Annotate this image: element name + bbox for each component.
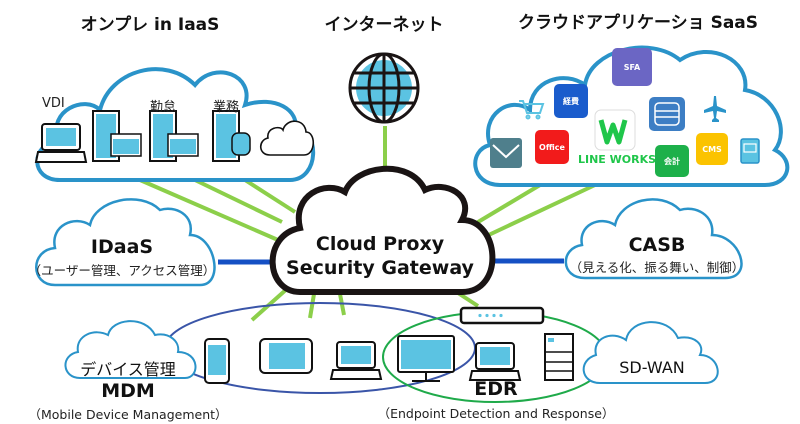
connector-mdm-1 [250, 286, 290, 322]
vdi-laptop-icon [34, 123, 88, 163]
server-icon-attendance [149, 110, 199, 162]
gateway-line2: Security Gateway [286, 257, 474, 279]
connector-onprem-2 [194, 178, 283, 224]
connectors [139, 126, 596, 322]
casb-cloud [564, 198, 743, 280]
app-office: Office [535, 130, 569, 164]
gateway-line1: Cloud Proxy [315, 233, 445, 255]
server-database-icon [212, 110, 251, 162]
casb-title: CASB [628, 234, 686, 256]
globe-icon [348, 52, 420, 124]
airplane-icon [704, 96, 726, 122]
saas-title: クラウドアプリケーショ SaaS [517, 13, 759, 33]
internet-title: インターネット [324, 15, 444, 35]
connector-mdm-2 [308, 293, 316, 319]
sdwan-label: SD-WAN [619, 358, 685, 377]
connector-edr [456, 291, 480, 308]
onprem-item-attendance: 勤怠 [150, 100, 177, 115]
line-works-icon [594, 109, 636, 151]
device-management-label: デバイス管理 [80, 360, 176, 379]
laptop-icon-edr [468, 342, 522, 381]
device-management-cloud [64, 320, 197, 379]
app-cms: CMS [696, 133, 728, 165]
app-expense: 経費 [554, 84, 588, 118]
connector-onprem-3 [243, 178, 297, 214]
train-icon [740, 138, 760, 164]
casb-subtitle: （見える化、振る舞い、制御） [569, 260, 745, 275]
onprem-item-vdi: VDI [42, 96, 65, 111]
idaas-title: IDaaS [90, 236, 154, 258]
edr-title: EDR [474, 378, 518, 400]
mdm-title: MDM [101, 380, 155, 402]
app-accounting: 会計 [655, 145, 689, 177]
connector-mdm-3 [338, 293, 346, 316]
printer-icon [544, 333, 574, 381]
sdwan-cloud [582, 321, 719, 384]
line-works-label: LINE WORKS [578, 153, 657, 166]
onprem-item-business: 業務 [213, 100, 240, 115]
smartphone-icon [204, 338, 230, 384]
app-sfa: SFA [612, 48, 652, 86]
cart-icon [519, 100, 545, 120]
onprem-title: オンプレ in IaaS [80, 15, 220, 35]
connector-onprem-1 [139, 178, 279, 242]
gateway-cloud [269, 165, 496, 295]
mail-icon [490, 138, 522, 168]
server-icon-1 [92, 110, 142, 162]
edr-subtitle: （Endpoint Detection and Response） [377, 406, 615, 421]
idaas-subtitle: （ユーザー管理、アクセス管理） [28, 263, 216, 278]
idaas-cloud [35, 198, 216, 287]
mdm-subtitle: （Mobile Device Management） [28, 407, 228, 422]
tablet-icon [259, 338, 313, 374]
laptop-icon [329, 341, 383, 380]
router-icon [459, 306, 545, 325]
database-icon [649, 97, 685, 131]
desktop-monitor-icon [397, 335, 455, 382]
connector-saas-2 [477, 183, 596, 242]
connector-saas-1 [466, 183, 542, 230]
small-cloud-icon [259, 120, 315, 156]
